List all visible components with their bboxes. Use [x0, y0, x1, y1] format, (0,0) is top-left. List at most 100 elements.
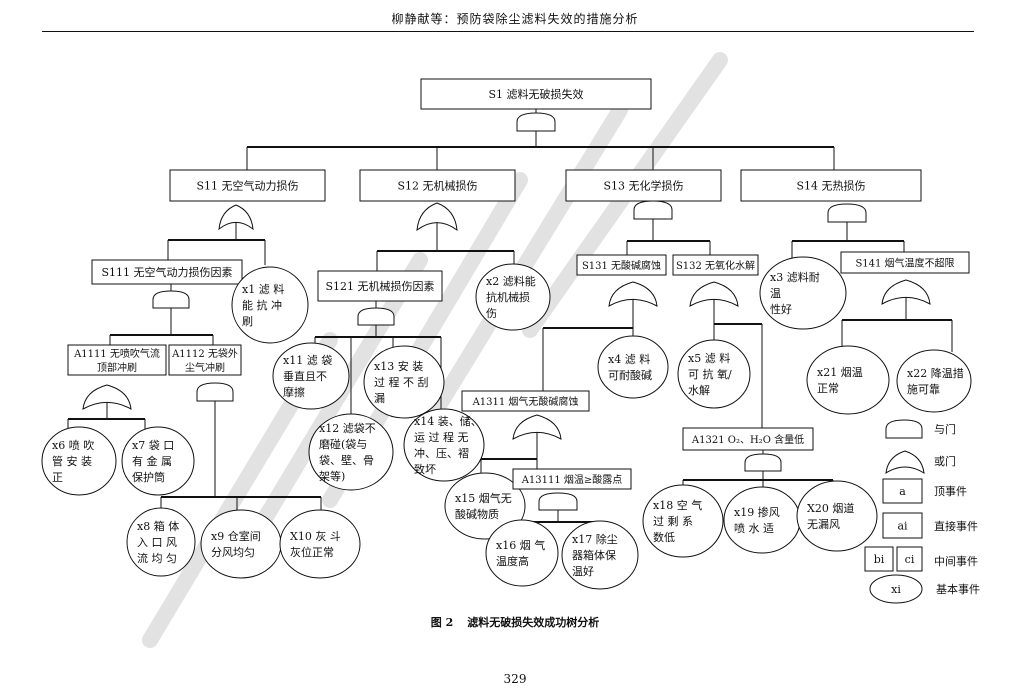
- and-gate-icon: [196, 382, 234, 402]
- basic-event-x4-label: 可耐酸碱: [608, 368, 652, 382]
- legend-intermediate-event-b-frame: [864, 546, 894, 572]
- basic-event-x3-outline: [759, 256, 847, 330]
- basic-event-x22-label: x22 降温措: [907, 366, 964, 380]
- basic-event-x18-label: 数低: [653, 531, 675, 544]
- or-gate-icon: [689, 281, 739, 307]
- basic-event-x14-label: x14 装、储、: [414, 414, 482, 428]
- event-s11-label: S11 无空气动力损伤: [196, 179, 298, 193]
- basic-event-x9-outline: [200, 509, 282, 579]
- basic-event-x6-label: x6 喷 吹: [52, 439, 94, 452]
- event-a1112-label: 尘气冲刷: [185, 361, 225, 374]
- basic-event-x8-label: 入 口 风: [137, 536, 177, 549]
- event-s141-label: S141 烟气温度不超限: [855, 256, 954, 269]
- basic-event-x3-label: 温: [770, 287, 781, 300]
- basic-event-x14: x14 装、储、运 过 程 无冲、压、褶致坏: [403, 408, 485, 482]
- page-header: 柳静献等：预防袋除尘滤料失效的措施分析: [0, 0, 1030, 34]
- legend-label: 顶事件: [934, 485, 967, 498]
- event-a1321-label: A1321 O₂、H₂O 含量低: [691, 433, 804, 446]
- basic-event-x2-label: 伤: [486, 307, 497, 320]
- event-s111-label: S111 无空气动力损伤因素: [101, 265, 232, 279]
- event-a1112-label: A1112 无袋外: [171, 347, 238, 360]
- legend-basic-event-text: xi: [891, 583, 901, 596]
- or-gate-icon: [416, 202, 458, 232]
- basic-event-x3-label: 性好: [770, 302, 792, 316]
- legend-intermediate-event-b-label: bi: [874, 553, 885, 566]
- basic-event-x16-outline: [485, 519, 559, 587]
- basic-event-x7-label: 有 金 属: [132, 454, 172, 468]
- event-s11-frame: [169, 169, 326, 202]
- basic-event-x10-label: 灰位正常: [290, 545, 334, 559]
- basic-event-x20-label: X20 烟道: [807, 501, 854, 515]
- basic-event-x5-label: 可 抗 氧/: [688, 367, 732, 381]
- basic-event-x7-label: x7 袋 口: [132, 438, 174, 452]
- legend-basic-event-outline: [869, 574, 923, 604]
- basic-event-x21-outline: [806, 345, 890, 415]
- and-gate-icon: [357, 307, 395, 326]
- basic-event-x16-label: x16 烟 气: [496, 538, 545, 552]
- legend-label: 基本事件: [936, 582, 980, 596]
- basic-event-x9-label: x9 仓室间: [211, 529, 261, 543]
- legend-intermediate-event-c-label: ci: [905, 553, 915, 566]
- basic-event-x2-outline: [475, 263, 551, 331]
- basic-event-x8-label: x8 箱 体: [137, 519, 179, 533]
- event-s13: S13 无化学损伤: [565, 169, 722, 202]
- top-event-s1: S1 滤料无破损失效: [420, 78, 652, 110]
- basic-event-x1-label: 能 抗 冲: [242, 298, 282, 312]
- legend-top-event-frame: [882, 478, 923, 504]
- figure-title: 滤料无破损失效成功树分析: [467, 616, 600, 629]
- legend-label: 与门: [934, 422, 956, 436]
- basic-event-x14-label: 致坏: [414, 462, 436, 476]
- basic-event-x21-label: x21 烟温: [817, 365, 863, 379]
- basic-event-x7-outline: [121, 426, 195, 496]
- basic-event-x12-label: 架等): [319, 469, 345, 483]
- basic-event-x13-outline: [363, 345, 445, 419]
- basic-event-x17-label: 器箱体保: [572, 548, 616, 562]
- event-s121: S121 无机械损伤因素: [317, 270, 443, 302]
- legend-top-event-label: a: [899, 485, 906, 498]
- basic-event-x20-outline: [796, 480, 878, 552]
- event-s13-frame: [565, 169, 722, 202]
- connector-lines: [67, 109, 953, 530]
- event-a1112-frame: [168, 344, 242, 376]
- basic-event-x19-label: x19 掺风: [734, 505, 780, 519]
- event-a13111: A13111 烟温≥酸露点: [512, 468, 632, 490]
- basic-event-x11-label: 垂直且不: [283, 369, 327, 383]
- legend-label: 中间事件: [934, 555, 978, 568]
- basic-event-x8-outline: [126, 507, 196, 577]
- basic-event-x22-outline: [896, 349, 972, 413]
- basic-event-x1-label: x1 滤 料: [242, 282, 284, 296]
- basic-event-x15-outline: [444, 472, 526, 540]
- basic-event-x11-label: x11 滤 袋: [283, 353, 332, 367]
- and-gate-icon: [744, 453, 782, 472]
- basic-event-x19-label: 喷 水 适: [734, 522, 774, 535]
- basic-event-x13-label: 漏: [374, 392, 385, 405]
- basic-event-x2-label: x2 滤料能: [486, 274, 536, 288]
- basic-event-x3-label: x3 滤料耐: [770, 270, 820, 284]
- event-s131-label: S131 无酸碱腐蚀: [582, 259, 661, 272]
- basic-event-x5-label: x5 滤 料: [688, 351, 730, 365]
- basic-event-x5-label: 水解: [688, 383, 710, 397]
- or-gate-icon: [82, 384, 132, 410]
- basic-event-x12-label: 袋、壁、骨: [319, 453, 374, 467]
- basic-event-x18-label: 过 剩 系: [653, 515, 693, 528]
- basic-event-x6-label: 正: [52, 471, 63, 484]
- legend-or-gate-icon: [885, 450, 925, 474]
- and-gate-icon: [633, 200, 673, 220]
- and-gate-icon: [516, 112, 556, 132]
- event-s14: S14 无热损伤: [740, 169, 922, 202]
- basic-event-x19-outline: [723, 486, 801, 554]
- basic-event-x22-label: 施可靠: [907, 382, 940, 396]
- legend-intermediate-event-c-frame: [896, 546, 923, 572]
- event-s12: S12 无机械损伤: [359, 169, 516, 202]
- event-s131-frame: [576, 254, 667, 276]
- basic-event-x5: x5 滤 料可 抗 氧/水解: [677, 339, 751, 409]
- legend-direct-event: ai: [882, 512, 923, 539]
- event-s141: S141 烟气温度不超限: [840, 251, 970, 274]
